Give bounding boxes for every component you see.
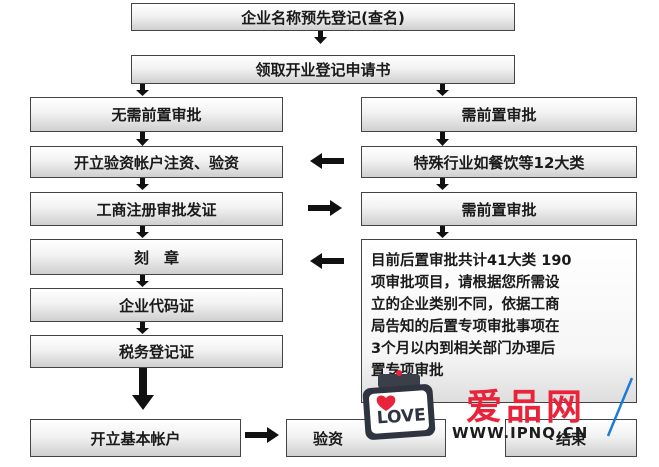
down-arrow xyxy=(136,322,149,334)
love-badge-icon: LOVE xyxy=(362,370,436,440)
box-seal: 刻 章 xyxy=(30,239,283,275)
big-down-arrow xyxy=(132,368,154,410)
watermark-brand: 爱品网 xyxy=(466,386,587,428)
note-line: 目前后置审批共计41大类 190 xyxy=(371,253,572,269)
note-line: 立的企业类别不同，依据工商 xyxy=(371,297,560,313)
down-arrow xyxy=(436,84,449,96)
down-arrow xyxy=(314,31,327,44)
down-arrow xyxy=(436,132,449,146)
box-open-verification-account: 开立验资帐户注资、验资 xyxy=(30,146,283,178)
watermark-slash-icon xyxy=(606,377,634,437)
step-name-registration: 企业名称预先登记(查名) xyxy=(131,3,515,31)
watermark-url: WWW.IPNQ.CN xyxy=(452,424,589,442)
box-tax-registration: 税务登记证 xyxy=(30,335,283,368)
right-arrow xyxy=(308,200,342,216)
down-arrow xyxy=(136,178,149,190)
down-arrow xyxy=(436,226,449,238)
note-line: 局告知的后置专项审批事项在 xyxy=(371,319,560,335)
down-arrow-group xyxy=(132,31,449,410)
left-arrow xyxy=(310,253,344,269)
horizontal-arrow-group xyxy=(245,153,344,443)
box-no-pre-approval: 无需前置审批 xyxy=(30,97,283,132)
right-arrow xyxy=(245,427,279,443)
box-org-code-certificate: 企业代码证 xyxy=(30,288,283,322)
note-line: 项审批项目，请根据您所需设 xyxy=(371,275,560,291)
box-end: 结束 xyxy=(505,419,637,457)
note-line: 3个月以内到相关部门办理后 xyxy=(371,341,556,357)
box-business-registration: 工商注册审批发证 xyxy=(30,192,283,226)
step-get-application-form: 领取开业登记申请书 xyxy=(131,55,515,84)
box-pre-approval-2: 需前置审批 xyxy=(361,192,637,226)
box-special-industry: 特殊行业如餐饮等12大类 xyxy=(361,146,637,178)
down-arrow xyxy=(136,132,149,146)
box-pre-approval: 需前置审批 xyxy=(361,97,637,132)
down-arrow xyxy=(136,84,149,96)
down-arrow xyxy=(136,226,149,238)
box-basic-account: 开立基本帐户 xyxy=(30,419,241,457)
love-badge-text: LOVE xyxy=(376,405,426,428)
down-arrow xyxy=(436,178,449,190)
left-arrow xyxy=(310,153,344,169)
down-arrow xyxy=(136,275,149,287)
